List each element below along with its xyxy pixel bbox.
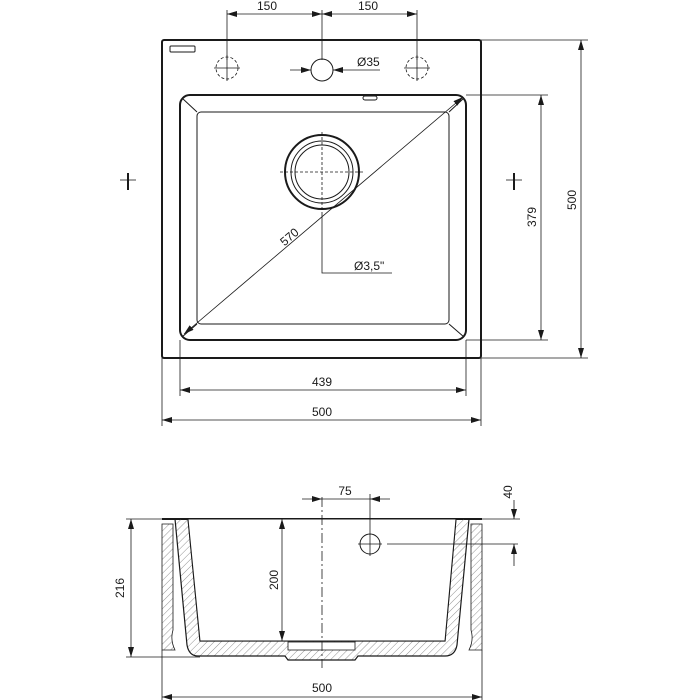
dim-total-width-label: 500 — [312, 405, 332, 419]
bowl-section — [174, 518, 470, 661]
countertop-right — [468, 523, 483, 651]
drain-section — [287, 641, 356, 651]
dim-hole-left-label: 150 — [257, 0, 277, 13]
top-view: 150 150 Ø35 570 Ø3,5" 379 500 4 — [120, 0, 588, 426]
dim-diagonal-label: 570 — [277, 225, 302, 249]
section-view: 75 40 200 216 500 — [113, 484, 520, 700]
overflow-slot — [362, 95, 378, 101]
dim-overflow-height-label: 40 — [501, 485, 515, 499]
dim-bowl-width-label: 439 — [312, 375, 332, 389]
bowl-floor — [196, 111, 450, 325]
dim-hole-right-label: 150 — [358, 0, 378, 13]
dim-overflow-offset-label: 75 — [338, 484, 352, 498]
tap-hole-center — [310, 58, 334, 82]
dim-total-depth-label: 500 — [565, 190, 579, 210]
dim-total-height-label: 216 — [113, 578, 127, 598]
dim-drain-label: Ø3,5" — [354, 259, 384, 273]
countertop-left — [161, 523, 176, 651]
logo-plate — [169, 45, 196, 53]
overflow-hole — [358, 494, 518, 556]
bowl-outline — [179, 94, 467, 341]
section-mark-right — [506, 173, 522, 190]
sink-outline — [161, 39, 482, 359]
section-mark-left — [120, 173, 136, 190]
dim-bowl-height-label: 200 — [267, 570, 281, 590]
dim-tap-hole-label: Ø35 — [357, 55, 380, 69]
dim-bowl-depth-label: 379 — [525, 207, 539, 227]
drain — [280, 132, 364, 212]
dim-section-width-label: 500 — [312, 681, 332, 695]
